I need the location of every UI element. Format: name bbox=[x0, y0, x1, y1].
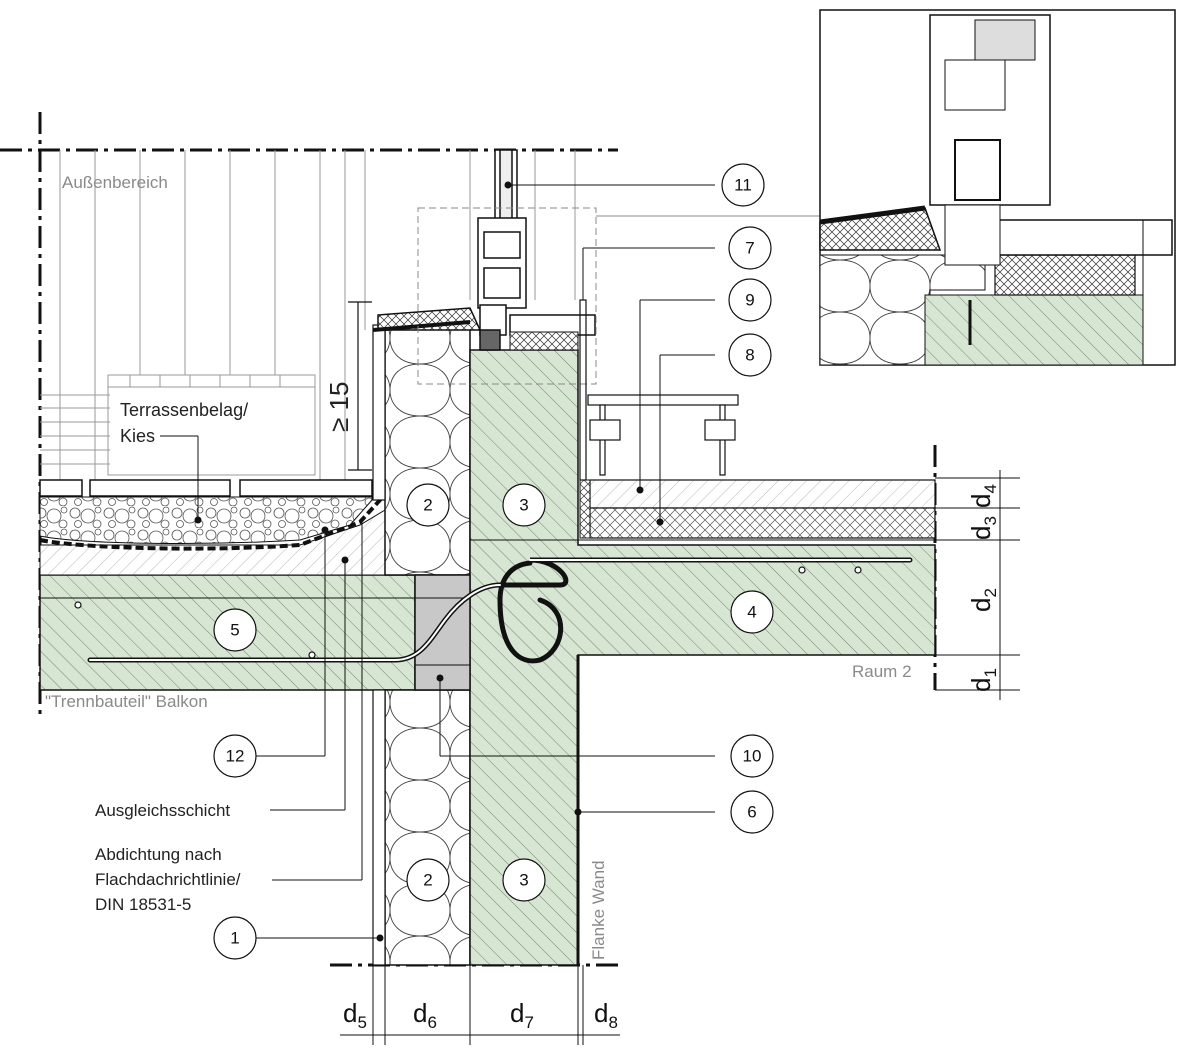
interior-impact-insulation bbox=[589, 507, 936, 539]
dim-d3: d3 bbox=[966, 516, 1000, 540]
svg-text:d3: d3 bbox=[966, 516, 1000, 540]
dimension-lines-right bbox=[935, 470, 1020, 700]
svg-text:d4: d4 bbox=[966, 484, 1000, 508]
callout-1: 1 bbox=[230, 929, 239, 948]
seal-label-line3: DIN 18531-5 bbox=[95, 895, 191, 914]
terrace-label-line1: Terrassenbelag/ bbox=[120, 400, 248, 420]
callout-3-lower: 3 bbox=[519, 871, 528, 890]
detail-frame bbox=[417, 207, 597, 385]
callout-7: 7 bbox=[745, 239, 754, 258]
dim-d7: d7 bbox=[510, 998, 534, 1032]
dim-d6: d6 bbox=[413, 998, 437, 1032]
exterior-insulation-upper bbox=[384, 321, 471, 576]
callout-3-upper: 3 bbox=[519, 496, 528, 515]
edge-strip bbox=[579, 479, 591, 539]
exterior-vertical-lines bbox=[40, 150, 576, 480]
room-label: Raum 2 bbox=[852, 662, 912, 681]
gravel-bed bbox=[39, 496, 373, 544]
balcony-label: "Trennbauteil" Balkon bbox=[45, 692, 208, 711]
callout-2-upper: 2 bbox=[423, 496, 432, 515]
svg-text:d2: d2 bbox=[966, 588, 1000, 612]
leader-lines bbox=[160, 181, 715, 942]
svg-text:d1: d1 bbox=[966, 668, 1000, 692]
seal-label-line2: Flachdachrichtlinie/ bbox=[95, 870, 241, 889]
callout-2-lower: 2 bbox=[423, 871, 432, 890]
height-minimum-label: ≥ 15 bbox=[324, 382, 354, 432]
floor-heating-stand bbox=[579, 299, 739, 481]
dim-d8: d8 bbox=[594, 998, 618, 1032]
dim-d5: d5 bbox=[343, 998, 367, 1032]
rebar-dots bbox=[74, 566, 862, 659]
callout-9: 9 bbox=[745, 291, 754, 310]
thermal-break-element bbox=[414, 574, 471, 691]
exterior-insulation-lower bbox=[384, 689, 471, 966]
callout-4: 4 bbox=[747, 603, 756, 622]
callout-8: 8 bbox=[745, 346, 754, 365]
paving-tiles bbox=[39, 479, 373, 497]
callout-12: 12 bbox=[226, 747, 245, 766]
dim-d4: d4 bbox=[966, 484, 1000, 508]
callout-5: 5 bbox=[230, 621, 239, 640]
callout-10: 10 bbox=[743, 747, 762, 766]
height-dimension bbox=[348, 301, 372, 471]
callout-6: 6 bbox=[747, 803, 756, 822]
seal-label-line1: Abdichtung nach bbox=[95, 845, 222, 864]
terrace-label-line2: Kies bbox=[120, 426, 155, 446]
interior-screed bbox=[589, 479, 936, 509]
leveling-label: Ausgleichsschicht bbox=[95, 801, 230, 820]
dim-d2: d2 bbox=[966, 588, 1000, 612]
flank-wall-label: Flanke Wand bbox=[589, 860, 608, 960]
inset-detail bbox=[819, 9, 1176, 366]
dimension-lines-bottom bbox=[340, 965, 620, 1045]
exterior-label: Außenbereich bbox=[62, 173, 168, 192]
plaster-layer-upper bbox=[372, 324, 386, 501]
sealing-membrane bbox=[39, 330, 382, 551]
callout-11: 11 bbox=[734, 176, 752, 195]
terrace-paving-block bbox=[107, 374, 316, 476]
dim-d1: d1 bbox=[966, 668, 1000, 692]
plaster-layer-lower bbox=[372, 689, 386, 966]
callout-circles bbox=[213, 163, 774, 960]
